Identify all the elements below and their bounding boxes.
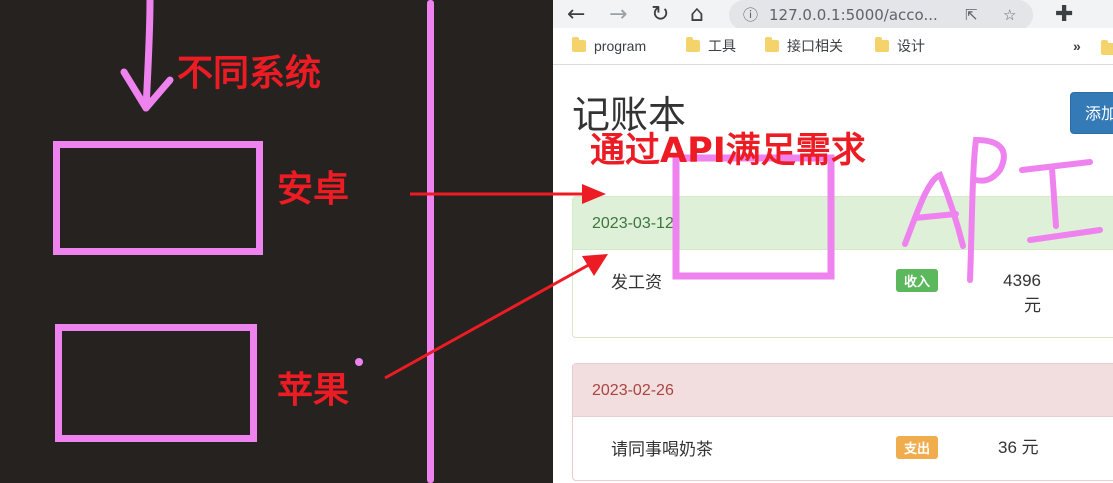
amount-unit: 元 bbox=[1024, 296, 1041, 315]
bookmark-program[interactable]: program bbox=[572, 32, 646, 60]
item-amount: 4396 元 bbox=[983, 268, 1041, 318]
home-icon[interactable]: ⌂ bbox=[690, 2, 704, 27]
bookmark-label: 工具 bbox=[708, 38, 736, 54]
folder-icon bbox=[572, 37, 586, 52]
panel-date: 2023-03-12 bbox=[573, 197, 1113, 250]
bookmark-tools[interactable]: 工具 bbox=[686, 32, 736, 60]
bookmark-label: 接口相关 bbox=[787, 38, 843, 54]
expense-panel: 2023-02-26 请同事喝奶茶 支出 36 元 bbox=[572, 363, 1113, 481]
income-panel: 2023-03-12 发工资 收入 4396 元 bbox=[572, 196, 1113, 338]
apple-box bbox=[55, 324, 257, 442]
amount-value: 4396 bbox=[1003, 271, 1041, 290]
url-text: 127.0.0.1:5000/acco... bbox=[769, 6, 938, 24]
android-label: 安卓 bbox=[277, 169, 350, 210]
item-title: 发工资 bbox=[611, 273, 662, 292]
folder-icon[interactable] bbox=[1101, 40, 1113, 55]
extensions-icon[interactable]: ✚ bbox=[1055, 2, 1074, 27]
site-info-icon[interactable]: ⓘ bbox=[743, 6, 759, 24]
back-arrow-icon[interactable]: ← bbox=[567, 2, 586, 27]
item-title: 请同事喝奶茶 bbox=[611, 440, 713, 459]
income-badge: 收入 bbox=[896, 269, 939, 292]
forward-arrow-icon[interactable]: → bbox=[609, 2, 628, 27]
folder-icon bbox=[765, 37, 779, 52]
address-bar[interactable]: ⓘ 127.0.0.1:5000/acco... ⇱ ☆ bbox=[729, 0, 1033, 30]
panel-date: 2023-02-26 bbox=[573, 364, 1113, 417]
bookmark-label: 设计 bbox=[897, 38, 925, 54]
list-item: 发工资 收入 4396 元 bbox=[573, 250, 1113, 330]
expense-badge: 支出 bbox=[896, 436, 939, 459]
bookmark-star-icon[interactable]: ☆ bbox=[1003, 6, 1017, 24]
page-title: 记账本 bbox=[572, 95, 687, 137]
bookmark-design[interactable]: 设计 bbox=[875, 32, 925, 60]
list-item: 请同事喝奶茶 支出 36 元 bbox=[573, 417, 1113, 483]
browser-window: ← → ↻ ⌂ ⓘ 127.0.0.1:5000/acco... ⇱ ☆ ✚ p… bbox=[553, 0, 1113, 483]
bookmarks-bar: program 工具 接口相关 设计 » bbox=[553, 28, 1113, 65]
bookmark-api[interactable]: 接口相关 bbox=[765, 32, 843, 60]
different-systems-label: 不同系统 bbox=[177, 53, 322, 94]
bookmarks-more[interactable]: » bbox=[1073, 38, 1081, 54]
share-icon[interactable]: ⇱ bbox=[965, 6, 978, 24]
item-amount: 36 元 bbox=[998, 438, 1039, 457]
browser-toolbar: ← → ↻ ⌂ ⓘ 127.0.0.1:5000/acco... ⇱ ☆ ✚ bbox=[553, 0, 1113, 30]
add-button[interactable]: 添加 bbox=[1070, 92, 1113, 134]
dark-annotation-panel: 不同系统 安卓 苹果 bbox=[0, 0, 553, 483]
apple-label: 苹果 bbox=[277, 370, 350, 411]
divider-line bbox=[427, 0, 434, 483]
folder-icon bbox=[686, 37, 700, 52]
android-box bbox=[53, 141, 263, 255]
folder-icon bbox=[875, 37, 889, 52]
bookmark-label: program bbox=[594, 38, 647, 54]
reload-icon[interactable]: ↻ bbox=[651, 2, 670, 27]
